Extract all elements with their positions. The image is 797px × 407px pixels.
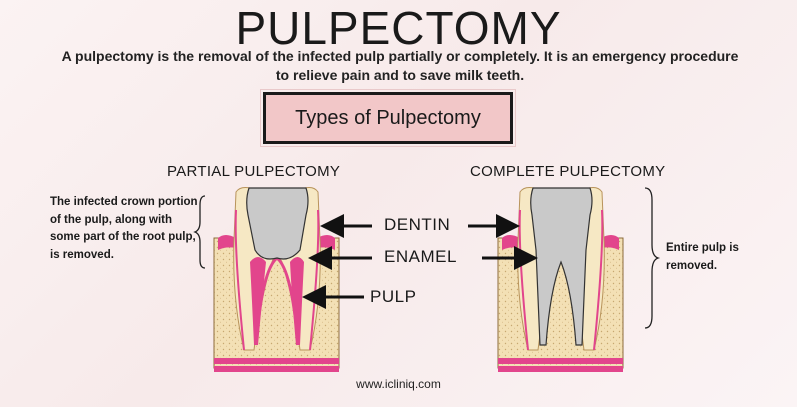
page-title: PULPECTOMY <box>235 2 562 54</box>
pulp-label: PULP <box>370 287 417 306</box>
enamel-label: ENAMEL <box>384 247 457 266</box>
partial-heading: PARTIAL PULPECTOMY <box>167 163 341 180</box>
partial-tooth <box>213 187 340 372</box>
footer-url: www.icliniq.com <box>356 377 441 391</box>
complete-heading: COMPLETE PULPECTOMY <box>470 163 666 180</box>
right-bracket <box>644 187 661 329</box>
page-subtitle: A pulpectomy is the removal of the infec… <box>61 48 739 83</box>
complete-note: Entire pulp is removed. <box>666 242 739 272</box>
dentin-label: DENTIN <box>384 215 451 234</box>
types-box: Types of Pulpectomy <box>260 89 516 147</box>
partial-note: The infected crown portion of the pulp, … <box>50 196 198 261</box>
complete-tooth <box>497 187 624 372</box>
left-bracket <box>193 195 206 269</box>
